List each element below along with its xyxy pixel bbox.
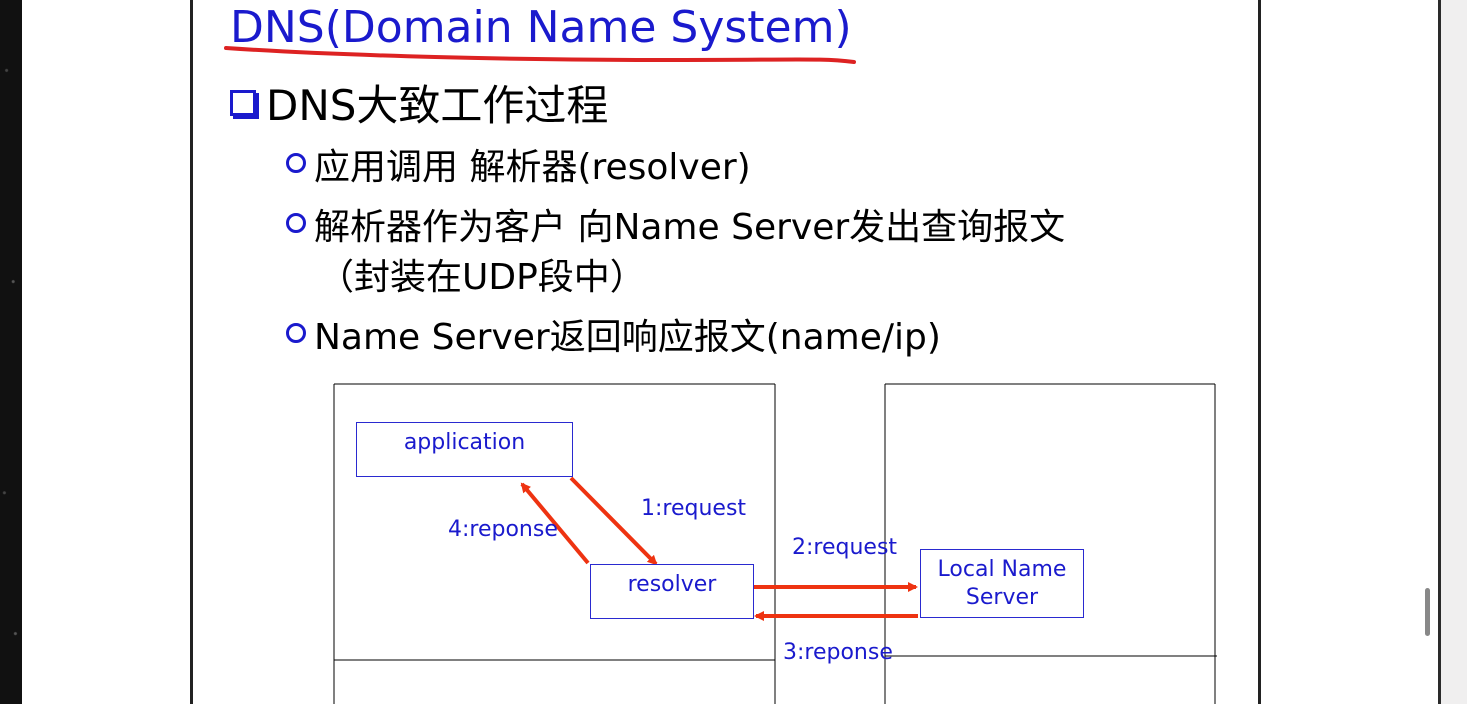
desktop-background-left bbox=[0, 0, 22, 704]
resolver-box: resolver bbox=[590, 564, 754, 619]
circle-bullet-icon bbox=[286, 323, 306, 343]
main-bullet: DNS大致工作过程 bbox=[230, 72, 608, 133]
resolver-label: resolver bbox=[627, 572, 717, 597]
scrollbar-track[interactable] bbox=[1438, 0, 1467, 704]
sub-bullet-3: Name Server返回响应报文(name/ip) bbox=[286, 308, 941, 360]
slide-right-edge bbox=[1258, 0, 1261, 704]
slide-title: DNS(Domain Name System) bbox=[230, 2, 852, 53]
sub-bullet-3-text: Name Server返回响应报文(name/ip) bbox=[314, 317, 941, 358]
sub-bullet-1-text: 应用调用 解析器(resolver) bbox=[314, 147, 751, 188]
host-frame-left bbox=[333, 383, 776, 704]
slide-left-edge bbox=[190, 0, 193, 704]
step-4-label: 4:reponse bbox=[448, 517, 558, 542]
sub-bullet-2-continuation: （封装在UDP段中） bbox=[318, 257, 646, 298]
local-name-server-label-line2: Server bbox=[965, 584, 1039, 610]
application-label: application bbox=[403, 430, 526, 455]
main-bullet-text: DNS大致工作过程 bbox=[266, 81, 609, 130]
circle-bullet-icon bbox=[286, 153, 306, 173]
sub-bullet-2: 解析器作为客户 向Name Server发出查询报文 bbox=[286, 198, 1065, 250]
scrollbar-thumb[interactable] bbox=[1425, 588, 1430, 636]
circle-bullet-icon bbox=[286, 213, 306, 233]
sub-bullet-1: 应用调用 解析器(resolver) bbox=[286, 138, 751, 190]
application-box: application bbox=[356, 422, 573, 477]
square-bullet-icon bbox=[230, 89, 256, 116]
step-3-label: 3:reponse bbox=[783, 640, 893, 665]
arrow-1-request bbox=[569, 476, 658, 566]
step-2-label: 2:request bbox=[792, 535, 898, 560]
arrow-4-reponse bbox=[520, 482, 590, 565]
sub-bullet-2-text: 解析器作为客户 向Name Server发出查询报文 bbox=[314, 207, 1066, 248]
step-1-label: 1:request bbox=[641, 496, 747, 521]
title-underline bbox=[224, 46, 856, 64]
host-frame-right bbox=[884, 383, 1217, 704]
local-name-server-label-line1: Local Name bbox=[937, 556, 1067, 582]
local-name-server-box: Local Name Server bbox=[920, 549, 1084, 618]
